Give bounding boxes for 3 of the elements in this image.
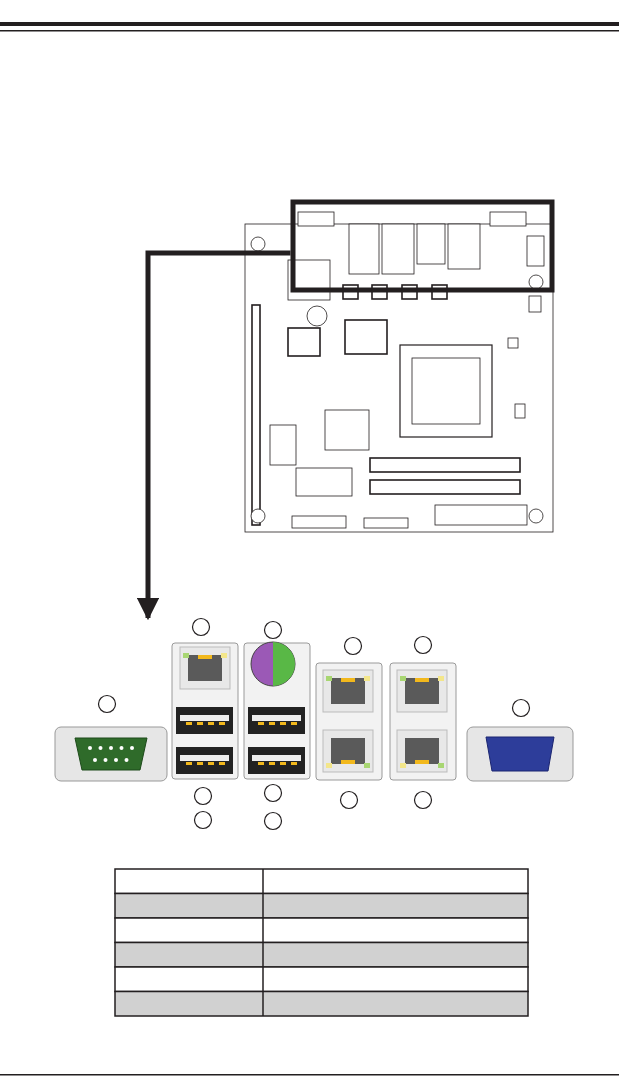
back-panel-drawing <box>54 617 574 831</box>
highlight-frame <box>290 199 555 293</box>
arrow <box>136 250 291 621</box>
